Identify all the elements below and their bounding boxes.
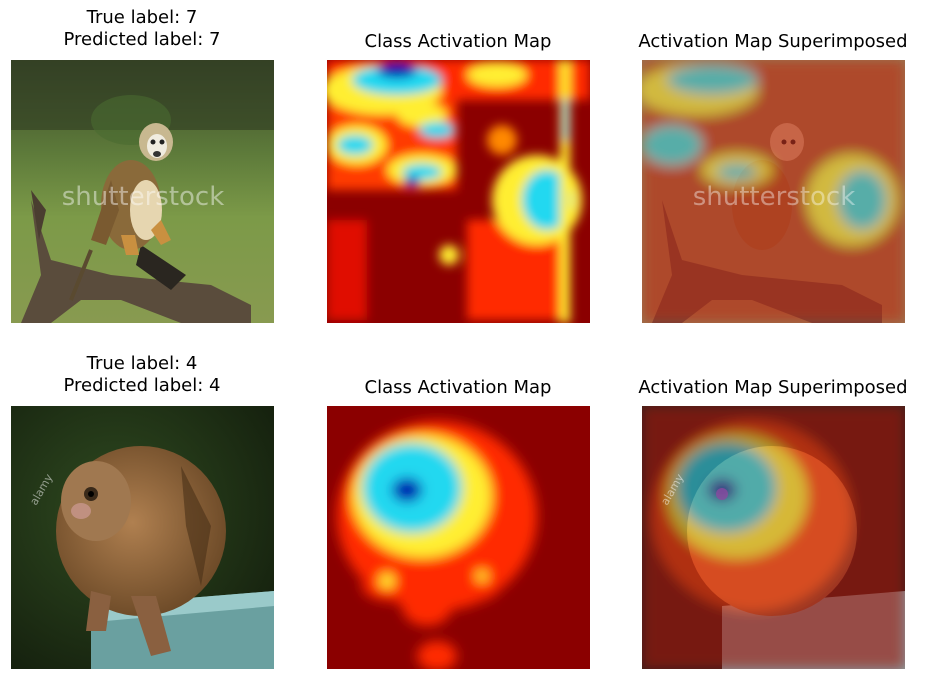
row2-cam-title: Class Activation Map	[364, 377, 552, 398]
row1-overlay-watermark: shutterstock	[693, 182, 856, 212]
row2-photo-title: True label: 4 Predicted label: 4	[0, 353, 302, 397]
row2-predicted-label: Predicted label: 4	[63, 375, 221, 396]
row1-watermark: shutterstock	[62, 182, 225, 212]
row2-superimposed-svg: alamy	[642, 406, 905, 669]
row1-original-image: shutterstock	[11, 60, 274, 323]
row2-cam-heatmap	[327, 406, 590, 669]
row1-photo-title: True label: 7 Predicted label: 7	[0, 7, 302, 51]
row1-predicted-label: Predicted label: 7	[63, 29, 221, 50]
row2-overlay-title: Activation Map Superimposed	[638, 377, 908, 398]
row2-original-image: alamy	[11, 406, 274, 669]
row2-superimposed-image: alamy	[642, 406, 905, 669]
row1-cam-title: Class Activation Map	[364, 31, 552, 52]
row1-true-label: True label: 7	[86, 7, 198, 28]
row1-overlay-title: Activation Map Superimposed	[638, 31, 908, 52]
row2-true-label: True label: 4	[86, 353, 198, 374]
squirrel-monkey-photo: shutterstock	[11, 60, 274, 323]
row1-cam-heatmap	[327, 60, 590, 323]
pygmy-marmoset-photo: alamy	[11, 406, 274, 669]
row1-cam-heatmap-svg	[327, 60, 590, 323]
row1-superimposed-svg: shutterstock	[642, 60, 905, 323]
row2-cam-heatmap-svg	[327, 406, 590, 669]
row1-superimposed-image: shutterstock	[642, 60, 905, 323]
